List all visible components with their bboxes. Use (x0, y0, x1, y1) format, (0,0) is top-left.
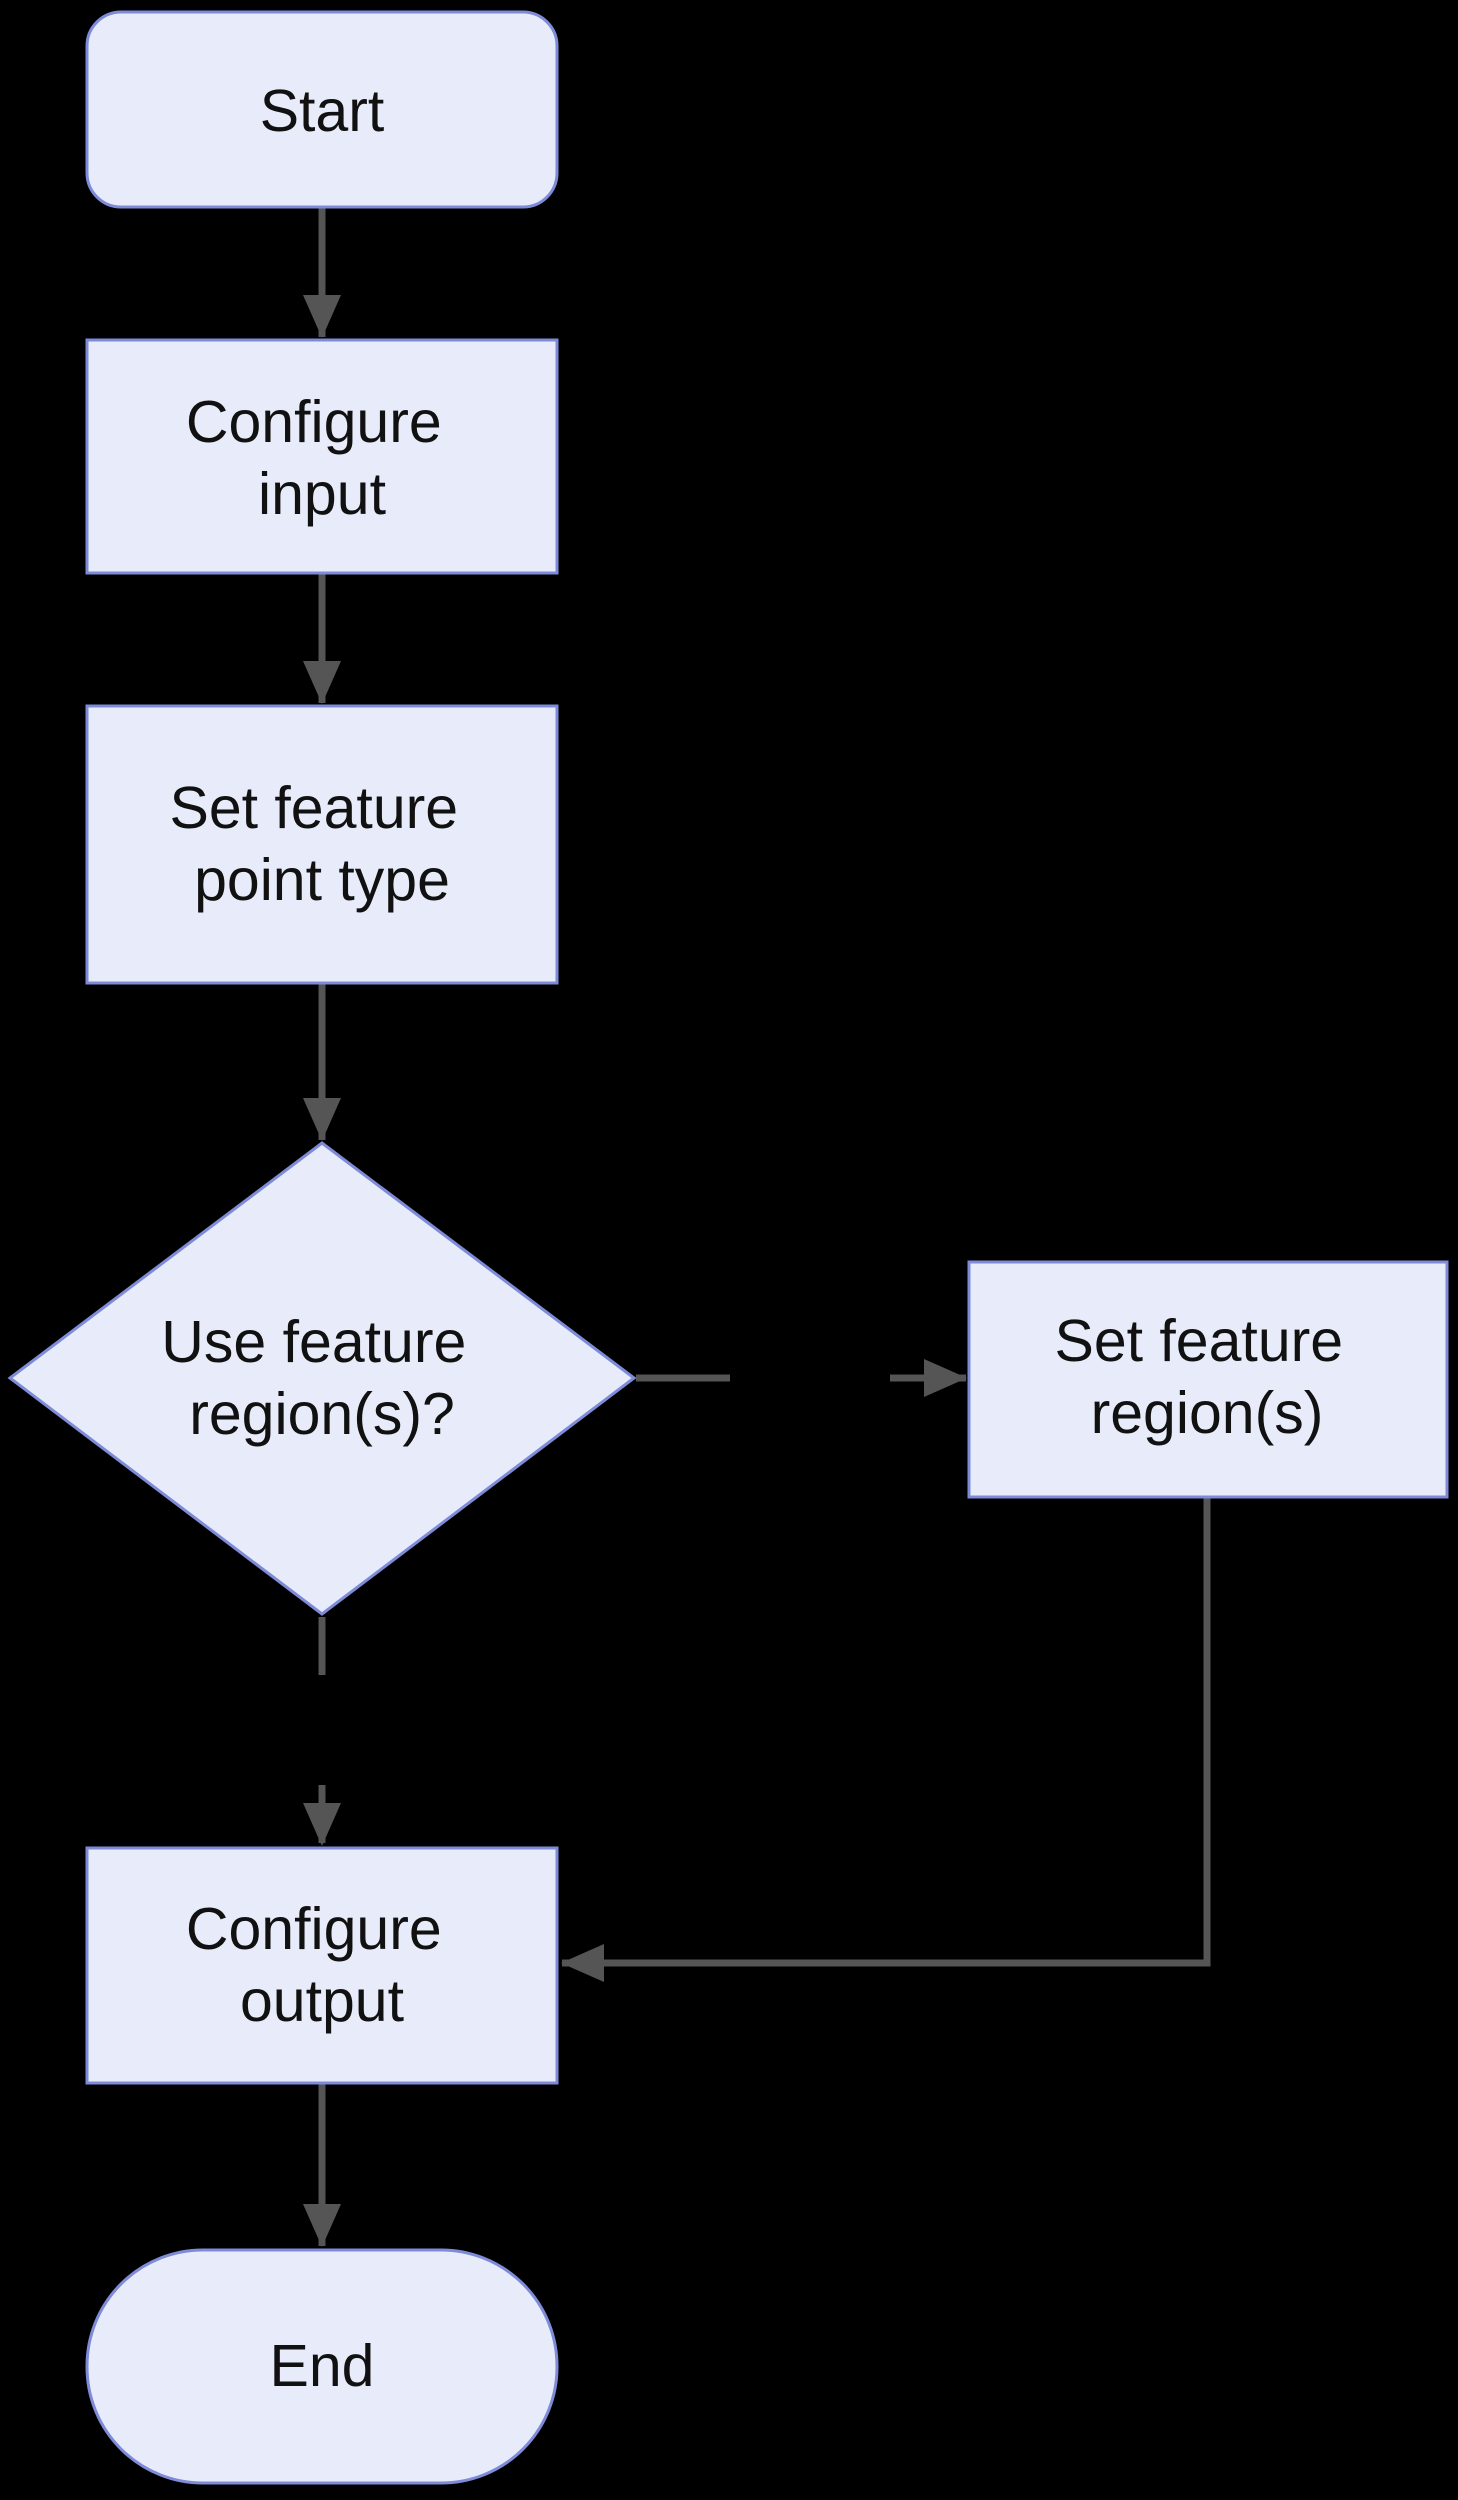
label-line: region(s) (1091, 1380, 1324, 1446)
node-set-feature-regions-label: Set feature region(s) (1054, 1308, 1359, 1446)
label-line: output (240, 1968, 404, 2034)
node-set-feature-regions-shape (967, 1260, 1449, 1499)
node-set-feature-point-type-label: Set feature point type (169, 775, 474, 913)
node-start: Start (85, 10, 559, 209)
node-configure-output-shape (85, 1846, 559, 2085)
node-start-label: Start (260, 78, 385, 144)
node-use-feature-regions-label: Use feature region(s)? (161, 1309, 482, 1447)
node-end-shape (85, 2248, 559, 2485)
label-line: Configure (186, 1896, 442, 1962)
label-line: Use feature (161, 1309, 466, 1375)
node-configure-input-label: Configure input (186, 389, 458, 527)
node-use-feature-regions-shape (7, 1141, 637, 1616)
node-set-feature-point-type-shape (85, 704, 559, 985)
node-configure-input: Configure input (85, 338, 559, 575)
node-configure-input-shape (85, 338, 559, 575)
node-use-feature-regions-decision: Use feature region(s)? (7, 1141, 637, 1616)
label-line: region(s)? (189, 1381, 455, 1447)
edge-set-feature-regions-to-configure-output (561, 1497, 1211, 1982)
label-line: Set feature (169, 775, 458, 841)
node-set-feature-point-type: Set feature point type (85, 704, 559, 985)
node-configure-output-label: Configure output (186, 1896, 458, 2034)
label-line: input (258, 461, 386, 527)
node-configure-output: Configure output (85, 1846, 559, 2085)
label-line: point type (194, 847, 450, 913)
node-end-label: End (270, 2333, 375, 2399)
label-line: Set feature (1054, 1308, 1343, 1374)
node-start-shape (85, 10, 559, 209)
label-line: Configure (186, 389, 442, 455)
node-set-feature-regions: Set feature region(s) (967, 1260, 1449, 1499)
node-end: End (85, 2248, 559, 2485)
